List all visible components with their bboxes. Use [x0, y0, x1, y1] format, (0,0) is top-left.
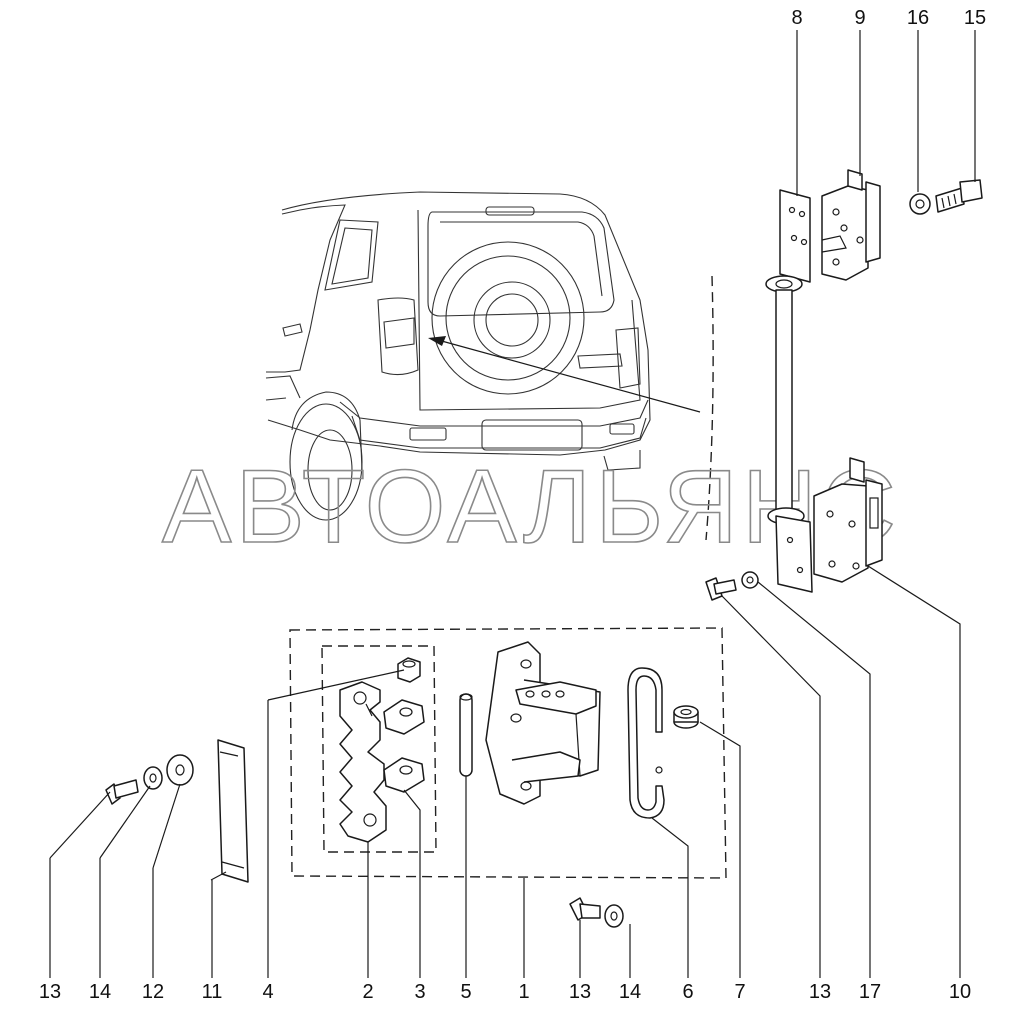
callout-bottom-3: 3 — [414, 981, 425, 1003]
part-4-nut-drawing — [397, 657, 421, 683]
callout-bottom-10: 10 — [949, 981, 971, 1003]
callout-bottom-13c: 13 — [809, 981, 831, 1003]
callout-bottom-14b: 14 — [619, 981, 641, 1003]
callout-bottom-5: 5 — [460, 981, 471, 1003]
callout-bottom-14a: 14 — [89, 981, 111, 1003]
callout-bottom-13a: 13 — [39, 981, 61, 1003]
callout-bottom-2: 2 — [362, 981, 373, 1003]
watermark-text: АВТОАЛЬЯНС — [162, 449, 900, 565]
bottom-fasteners-drawing — [569, 897, 624, 928]
part-6-spring-drawing — [627, 667, 665, 819]
callout-top-16: 16 — [907, 7, 929, 29]
left-fasteners-drawing — [105, 754, 194, 805]
callout-bottom-4: 4 — [262, 981, 273, 1003]
part-3-hinge-lug-drawing — [383, 699, 425, 793]
callout-bottom-12: 12 — [142, 981, 164, 1003]
leader-lines — [49, 30, 976, 978]
callout-bottom-6: 6 — [682, 981, 693, 1003]
part-11-shim-plate-drawing — [217, 739, 249, 883]
callout-bottom-1: 1 — [518, 981, 529, 1003]
callout-labels: 8 9 16 15 13 14 12 11 4 2 3 5 1 13 14 6 … — [39, 7, 986, 1003]
part-7-bushing-drawing — [673, 705, 699, 729]
callout-bottom-13b: 13 — [569, 981, 591, 1003]
callout-bottom-7: 7 — [734, 981, 745, 1003]
kit-boundary — [289, 627, 727, 879]
callout-bottom-17: 17 — [859, 981, 881, 1003]
part-5-pin-drawing — [459, 693, 473, 777]
part-1-hinge-bracket-drawing — [485, 641, 601, 805]
vehicle-rear-view — [265, 191, 714, 541]
callout-top-15: 15 — [964, 7, 986, 29]
part-2-hinge-plate-drawing — [339, 681, 387, 843]
callout-top-9: 9 — [854, 7, 865, 29]
callout-bottom-11: 11 — [202, 981, 223, 1003]
upper-hinge-assembly — [765, 169, 983, 593]
lower-hinge-assembly — [705, 457, 883, 601]
callout-top-8: 8 — [791, 7, 802, 29]
